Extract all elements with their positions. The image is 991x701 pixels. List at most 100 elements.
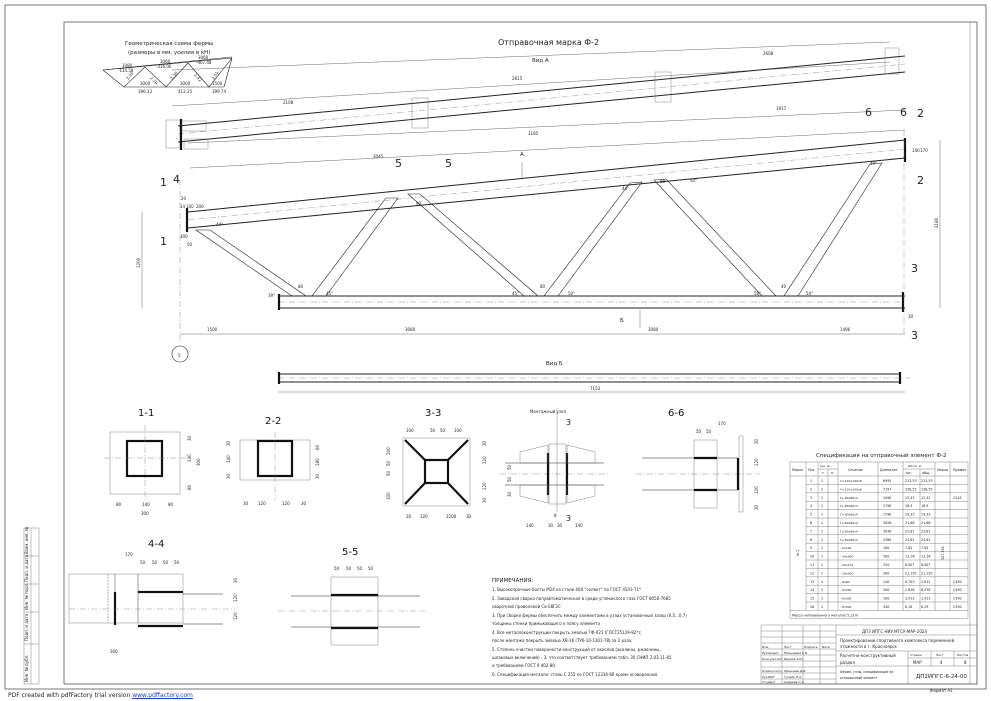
section-marker-2: 2 — [917, 174, 924, 187]
spec-cell-length: 1790 — [883, 513, 891, 517]
angle-label: 58° — [754, 291, 761, 296]
side-stamp-label: Взам. инв. № — [24, 527, 29, 554]
geometric-scheme: Геометрическая схема фермы (размеры в мм… — [102, 41, 233, 94]
spec-cell-mass-total: 8,478 — [921, 588, 930, 592]
spec-cell-pos: 9 — [810, 546, 812, 550]
section-marker-1: 1 — [160, 176, 167, 189]
spec-cell-length: 2580 — [883, 538, 891, 542]
spec-cell-section: - 30х300 — [840, 571, 853, 575]
section-marker-3: 3 — [566, 418, 571, 427]
dim-label: 50 — [696, 429, 702, 434]
gap-label: 88 — [660, 179, 666, 184]
section-4-4: 4-4 170 50 50 50 50 300 30 120 120 — [68, 539, 238, 654]
section-title: 4-4 — [148, 539, 164, 550]
dim-label: 50 — [152, 560, 158, 565]
spec-cell-qty: 1 — [821, 496, 823, 500]
view-b-bottom-chord: Вид Б 7153 — [277, 361, 910, 393]
section-marker-3: 3 — [911, 329, 918, 342]
spec-cell-mass-total: 7,85 — [921, 546, 928, 550]
spec-cell-note: С390 — [953, 580, 962, 584]
spec-cell-pos: 13 — [810, 580, 814, 584]
spec-cell-section: - 6х300 — [840, 597, 852, 601]
tb-role: Нормоконтр. — [762, 669, 782, 673]
spec-cell-mass: 158,55 — [905, 487, 917, 491]
dim-label: 60 — [315, 444, 320, 450]
section-marker-3: 3 — [566, 514, 571, 523]
side-stamp-label: Инв. № дубл. — [24, 655, 29, 682]
dim-label: 50 — [507, 476, 512, 482]
dim-label: 120 — [420, 514, 428, 519]
view-a-top-chord: 2108 2815 2608 — [165, 41, 906, 150]
dim-label: 140 — [526, 523, 534, 528]
scheme-force: -316.00 — [156, 64, 172, 69]
note-item: 4. Все металлоконструкции покрыть эмалью… — [492, 630, 641, 635]
tb-role: Рук.ВКР — [762, 675, 775, 679]
note-item: и требованиям ГОСТ 9.402-80. — [492, 663, 556, 668]
dim-label: 80 — [187, 484, 192, 490]
spec-cell-qty: 1 — [821, 597, 823, 601]
tb-name: Иванов А.Ю. — [784, 657, 804, 661]
dim-label: 140 — [575, 523, 583, 528]
spec-cell-mass-total: 8,29 — [921, 605, 928, 609]
scheme-diag: 2.35 — [125, 70, 135, 80]
spec-cell-mass-total: 1,413 — [921, 597, 930, 601]
spec-header: Примеч. — [953, 468, 967, 472]
spec-cell-note: С245 — [953, 496, 962, 500]
dim-label: 100 — [186, 204, 194, 209]
dim-label: 30 — [226, 473, 231, 479]
scheme-diag: 2.51 — [211, 70, 220, 81]
spec-cell-note: С390 — [953, 597, 962, 601]
tb-name: Малышева А.В. — [784, 651, 808, 655]
spec-cell-mass: 18,9 — [905, 504, 912, 508]
dim-label: 30 — [908, 314, 914, 319]
note-item: после монтажа покрыть эмалью ХВ-16 (ТУ6-… — [492, 638, 632, 643]
spec-header: Длина,мм — [880, 468, 898, 472]
montage-node: Монтажный узел 3 3 8 140 30 30 140 50 50… — [500, 408, 610, 528]
dim-label: 3045 — [373, 154, 384, 159]
spec-cell-mass-total: 13,18 — [921, 555, 930, 559]
tb-col-header: Изм. — [762, 645, 769, 649]
spec-cell-pos: 7 — [810, 529, 812, 533]
section-3-3: 3-3 100 50 50 100 30 120 1200 30 100 50 … — [386, 408, 487, 519]
footer-link[interactable]: www.pdffactory.com — [132, 692, 193, 699]
spec-cell-length: 6995 — [883, 479, 891, 483]
dim-label: 50 — [706, 429, 712, 434]
dim-label: 50 — [440, 428, 446, 433]
spec-cell-mass-total: 12,42 — [921, 496, 930, 500]
scheme-force: -114.58 — [118, 68, 134, 73]
spec-header: т — [822, 471, 824, 475]
spec-cell-length: 200 — [883, 588, 889, 592]
angle-label: 49° — [870, 161, 877, 166]
scheme-diag: 2.19 — [149, 75, 159, 85]
spec-cell-qty: 1 — [821, 563, 823, 567]
view-b-label: Вид Б — [546, 361, 563, 367]
dim-label: 30 — [243, 501, 249, 506]
spec-cell-mass-total: 2,812 — [921, 580, 930, 584]
tb-role: Руководит. — [762, 651, 780, 655]
section-marker-2: 2 — [917, 107, 924, 120]
angle-label: 45° — [326, 291, 333, 296]
spec-cell-section: Гн 80х80х4 — [840, 513, 858, 517]
scheme-force: -407.48 — [196, 60, 212, 65]
spec-cell-qty: 1 — [821, 521, 823, 525]
angle-label: 44° — [622, 186, 629, 191]
dim-label: 80 — [168, 502, 174, 507]
gap-label: 40 — [781, 284, 787, 289]
spec-cell-length: 1790 — [883, 504, 891, 508]
title-block: Изм. Лист Подпись Дата Руководит. Малыше… — [760, 624, 978, 693]
spec-cell-note: С390 — [953, 605, 962, 609]
main-title: Отправочная марка Ф-2 — [498, 38, 599, 47]
dim-label: 50 — [386, 470, 391, 476]
spec-cell-pos: 6 — [810, 521, 812, 525]
section-marker-3: 3 — [911, 262, 918, 275]
side-stamp: Взам. инв. № Подп. и дата Инв. № подл. П… — [23, 527, 40, 685]
tb-name: Андреев С.А. — [784, 680, 805, 684]
spec-mark-mass: 507,356 — [941, 546, 945, 560]
dim-label: 170 — [920, 148, 928, 153]
note-item: 1. Высокопрочные болты М24 из стали 40Х … — [492, 587, 641, 592]
dim-label: 300 — [110, 649, 118, 654]
tb-section: раздел — [840, 660, 855, 665]
dim-label: 120 — [754, 458, 759, 466]
spec-cell-length: 140 — [883, 580, 889, 584]
